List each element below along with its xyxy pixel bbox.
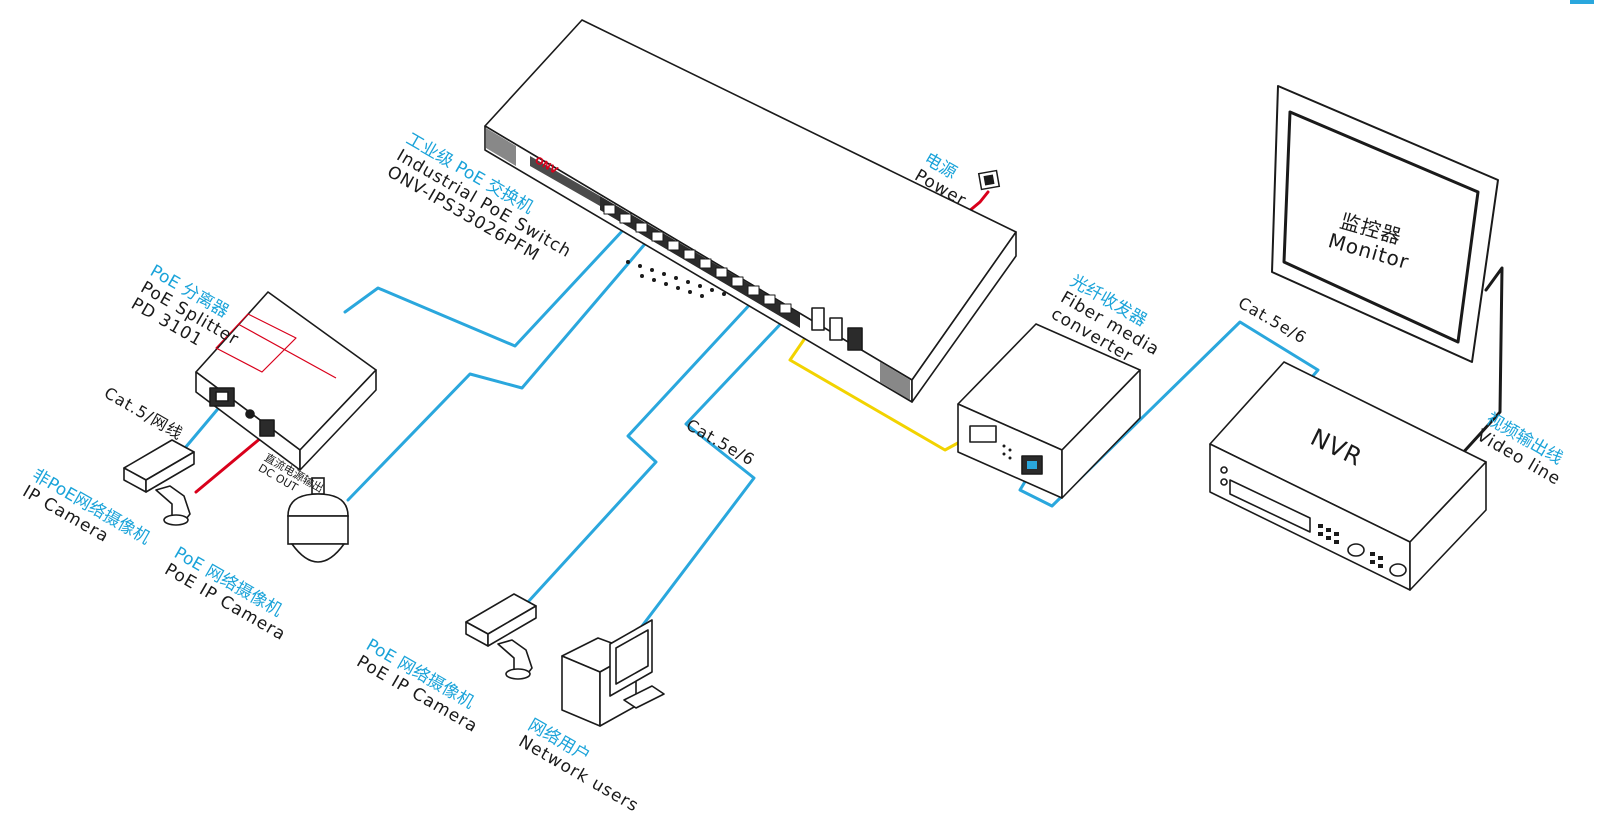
poe-camera-device [465,593,537,680]
fiber-media-converter-device [957,323,1141,499]
ip-camera-device [123,439,195,526]
video-line-cable [1458,266,1504,458]
dome-camera-device [287,477,349,563]
switch-power-cable [966,190,990,214]
monitor-device [1271,85,1499,363]
ethernet-cable-switch-bottom-camera [526,298,756,604]
ethernet-cable-splitter-ip-camera [183,402,224,450]
nvr-device [1209,361,1487,591]
ethernet-cable-switch-dome-camera [346,236,652,502]
power-socket [977,169,1001,191]
cable-group [183,190,1504,644]
ethernet-cable-converter-nvr [1018,320,1320,508]
corner-accent [1570,0,1594,4]
ethernet-cable-switch-network-users [628,312,792,644]
poe-splitter-device [195,291,377,471]
network-user-pc [561,619,665,727]
industrial-poe-switch: ONV [484,19,1017,403]
ethernet-cable-switch-splitter [343,226,627,348]
switch-mounting-dots [626,260,726,298]
dc-power-cable [194,430,270,494]
